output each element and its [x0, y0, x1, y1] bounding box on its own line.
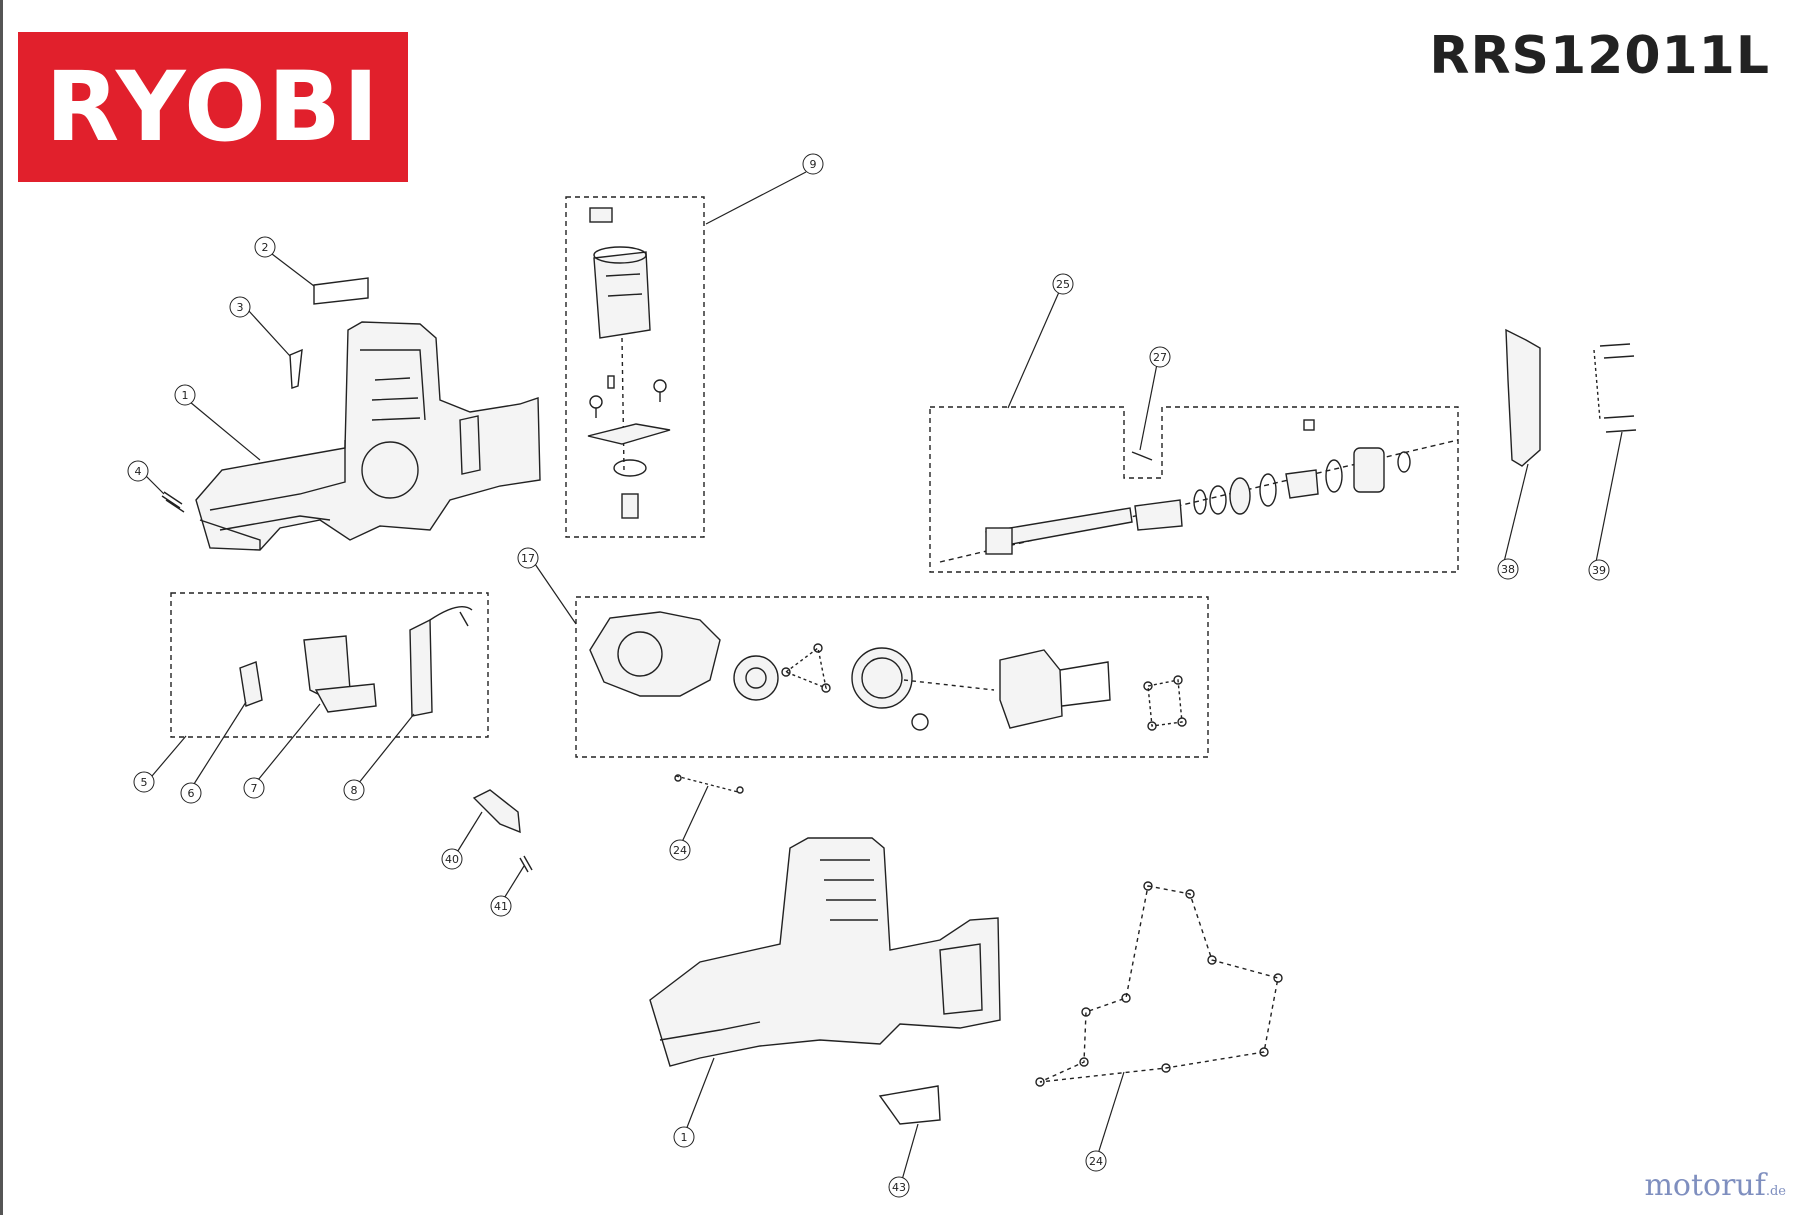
svg-text:25: 25: [1056, 278, 1070, 291]
callout-38: 38: [1497, 558, 1519, 580]
callout-39: 39: [1588, 559, 1610, 581]
callout-2: 2: [254, 236, 276, 258]
leader-lines: [145, 171, 1623, 1181]
motor-assembly-9: [587, 207, 671, 519]
callouts: 1 2 3 4 5 6 7 8 9 17 24 25 27 38 39 40 4…: [127, 153, 1610, 1198]
left-border: [0, 0, 3, 1215]
callout-25: 25: [1052, 273, 1074, 295]
svg-text:5: 5: [141, 776, 148, 789]
svg-text:17: 17: [521, 552, 535, 565]
svg-text:24: 24: [1089, 1155, 1103, 1168]
callout-17: 17: [517, 547, 539, 569]
callout-24-bottom: 24: [1085, 1150, 1107, 1172]
group-box-17: [575, 596, 1209, 758]
part-40: [472, 789, 521, 834]
watermark-name: motoruf: [1644, 1168, 1766, 1203]
ryobi-logo: RYOBI: [18, 32, 408, 182]
watermark-suffix: .de: [1765, 1184, 1786, 1199]
callout-3: 3: [229, 296, 251, 318]
housing-left-half: [195, 321, 541, 551]
housing-right-half: [649, 837, 1001, 1067]
label-plate-43: [878, 1085, 941, 1125]
tag-3: [289, 348, 303, 389]
svg-text:1: 1: [681, 1131, 688, 1144]
callout-5: 5: [133, 771, 155, 793]
group-box-5: [170, 592, 489, 738]
screws-24-bottom: [1035, 881, 1283, 1087]
callout-8: 8: [343, 779, 365, 801]
callout-4: 4: [127, 460, 149, 482]
svg-text:4: 4: [135, 465, 142, 478]
callout-43: 43: [888, 1176, 910, 1198]
spring-4: [161, 491, 185, 513]
logo-text: RYOBI: [45, 51, 381, 163]
callout-41: 41: [490, 895, 512, 917]
part-41: [519, 855, 533, 873]
model-number: RRS12011L: [1429, 26, 1770, 86]
plunger-shaft-assembly-25: [939, 419, 1459, 563]
svg-text:7: 7: [251, 782, 258, 795]
callout-24-top: 24: [669, 839, 691, 861]
blade-guide-38: [1505, 328, 1541, 467]
callout-40: 40: [441, 848, 463, 870]
callout-7: 7: [243, 777, 265, 799]
callout-1-top: 1: [174, 384, 196, 406]
callout-9: 9: [802, 153, 824, 175]
svg-text:39: 39: [1592, 564, 1606, 577]
gearbox-assembly-17: [589, 611, 1187, 731]
callout-1-bottom: 1: [673, 1126, 695, 1148]
svg-text:38: 38: [1501, 563, 1515, 576]
svg-text:3: 3: [237, 301, 244, 314]
screws-39: [1593, 343, 1637, 433]
svg-text:27: 27: [1153, 351, 1167, 364]
svg-text:1: 1: [182, 389, 189, 402]
motoruf-watermark: motoruf.de: [1644, 1168, 1786, 1203]
screws-24-top: [674, 774, 744, 794]
svg-text:43: 43: [892, 1181, 906, 1194]
callout-6: 6: [180, 782, 202, 804]
callout-27: 27: [1149, 346, 1171, 368]
svg-text:6: 6: [188, 787, 195, 800]
svg-text:8: 8: [351, 784, 358, 797]
switch-assembly-5: [239, 606, 473, 717]
svg-text:9: 9: [810, 158, 817, 171]
group-box-9: [565, 196, 705, 538]
svg-text:40: 40: [445, 853, 459, 866]
svg-text:24: 24: [673, 844, 687, 857]
label-plate-2: [313, 277, 369, 305]
group-box-25: [929, 406, 1459, 573]
svg-text:2: 2: [262, 241, 269, 254]
svg-text:41: 41: [494, 900, 508, 913]
